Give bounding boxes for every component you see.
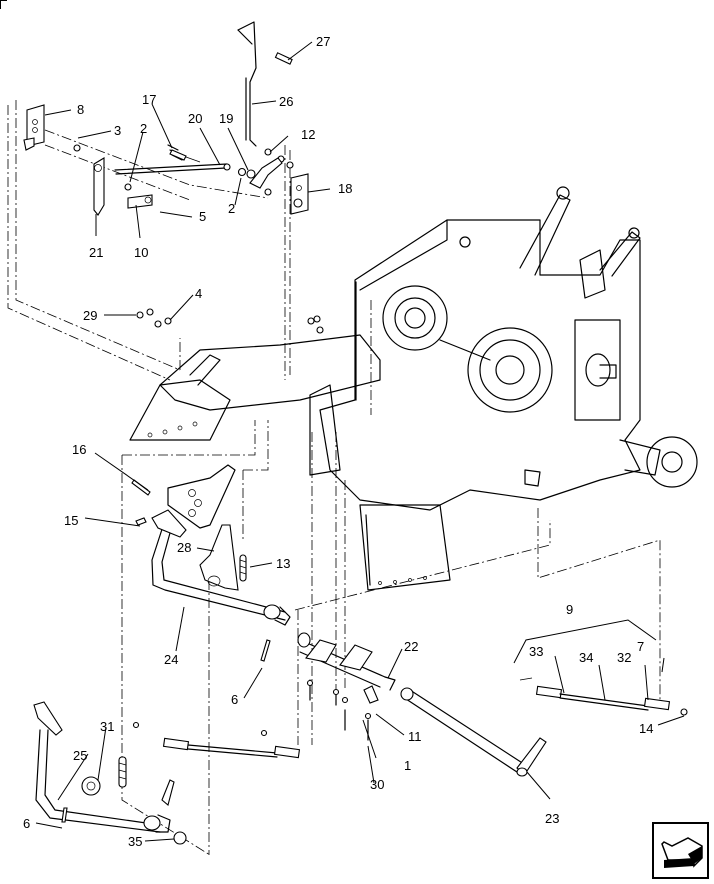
spring-13 — [239, 554, 247, 582]
clamp-10 — [127, 194, 153, 209]
callout-6a[interactable]: 6 — [231, 692, 238, 707]
transmission-housing — [319, 186, 698, 511]
washer-31 — [81, 776, 101, 796]
callout-5[interactable]: 5 — [199, 209, 206, 224]
callout-19[interactable]: 19 — [219, 111, 233, 126]
callout-29[interactable]: 29 — [83, 308, 97, 323]
callout-16[interactable]: 16 — [72, 442, 86, 457]
bolts-29-4 — [136, 308, 324, 334]
callout-24[interactable]: 24 — [164, 652, 178, 667]
cross-shaft-22 — [297, 632, 396, 691]
callout-11[interactable]: 11 — [408, 729, 422, 744]
callout-32[interactable]: 32 — [617, 650, 631, 665]
callout-17[interactable]: 17 — [142, 92, 156, 107]
callout-23[interactable]: 23 — [545, 811, 559, 826]
link-rod — [132, 721, 301, 759]
callout-35[interactable]: 35 — [128, 834, 142, 849]
bracket-18 — [290, 173, 309, 215]
pin-15 — [135, 517, 147, 526]
callout-labels: 27 26 8 17 20 19 12 3 2 2 18 5 21 10 29 … — [23, 34, 653, 849]
step-plate — [359, 504, 451, 591]
pin-16 — [131, 479, 151, 496]
callout-30[interactable]: 30 — [370, 777, 384, 792]
callout-2a[interactable]: 2 — [140, 121, 147, 136]
arrow-back-left-icon — [661, 837, 703, 868]
bracket-8 — [23, 104, 45, 151]
callout-9[interactable]: 9 — [566, 602, 573, 617]
callout-15[interactable]: 15 — [64, 513, 78, 528]
bracket-28 — [199, 524, 239, 591]
callout-21[interactable]: 21 — [89, 245, 103, 260]
callout-33[interactable]: 33 — [529, 644, 543, 659]
corner-crop-mark — [0, 0, 7, 9]
callout-20[interactable]: 20 — [188, 111, 202, 126]
callout-7[interactable]: 7 — [637, 639, 644, 654]
lever-arm-21 — [93, 157, 105, 216]
assembly-guide-lines — [7, 100, 661, 856]
callout-22[interactable]: 22 — [404, 639, 418, 654]
pin-27 — [274, 52, 293, 65]
pin-6a — [260, 639, 271, 662]
callout-6b[interactable]: 6 — [23, 816, 30, 831]
callout-13[interactable]: 13 — [276, 556, 290, 571]
spring-lower — [118, 756, 127, 788]
spring-17 — [167, 144, 201, 163]
hand-lever-26 — [237, 21, 257, 147]
callout-26[interactable]: 26 — [279, 94, 293, 109]
footplate-frame — [129, 334, 381, 476]
callout-4[interactable]: 4 — [195, 286, 202, 301]
callout-3[interactable]: 3 — [114, 123, 121, 138]
callout-14[interactable]: 14 — [639, 721, 653, 736]
callout-18[interactable]: 18 — [338, 181, 352, 196]
callout-28[interactable]: 28 — [177, 540, 191, 555]
callout-27[interactable]: 27 — [316, 34, 330, 49]
callout-8[interactable]: 8 — [77, 102, 84, 117]
pin-6b — [61, 807, 68, 823]
pedal-bracket — [167, 464, 236, 529]
callout-34[interactable]: 34 — [579, 650, 593, 665]
pedal-25 — [33, 701, 175, 833]
washers — [73, 144, 294, 196]
pedal-24 — [151, 509, 291, 626]
previous-page-button[interactable] — [652, 822, 709, 879]
callout-12[interactable]: 12 — [301, 127, 315, 142]
rod-assembly-9 — [513, 619, 688, 716]
callout-10[interactable]: 10 — [134, 245, 148, 260]
lever-19 — [249, 157, 283, 189]
shaft-23 — [400, 687, 547, 777]
callout-1[interactable]: 1 — [404, 758, 411, 773]
callout-25[interactable]: 25 — [73, 748, 87, 763]
bushing-35 — [173, 831, 187, 845]
callout-2b[interactable]: 2 — [228, 201, 235, 216]
bolts-30-1-11 — [306, 679, 379, 741]
callout-31[interactable]: 31 — [100, 719, 114, 734]
leader-lines — [35, 41, 685, 842]
